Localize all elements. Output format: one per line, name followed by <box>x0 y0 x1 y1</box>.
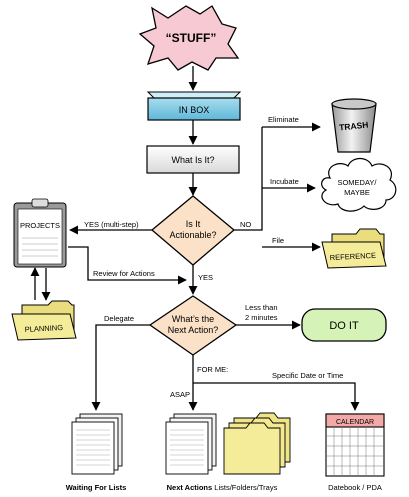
what-is-it-label: What Is It? <box>171 155 214 165</box>
trash-can-rim <box>331 98 377 110</box>
next-actions-caption-bold: Next Actions <box>167 483 213 492</box>
label-less-than-line1: Less than <box>245 303 278 312</box>
stuff-shape <box>138 5 240 71</box>
label-specific-date: Specific Date or Time <box>272 371 343 380</box>
do-it-label: DO IT <box>329 320 359 332</box>
next-action-decision: What’s the Next Action? <box>148 295 238 356</box>
edge-labels: Eliminate Incubate File NO YES (multi-st… <box>84 115 343 399</box>
projects-node: PROJECTS <box>13 198 67 268</box>
label-less-than-line2: 2 minutes <box>245 313 278 322</box>
actionable-decision: Is It Actionable? <box>150 195 236 266</box>
edge-delegate <box>91 324 150 411</box>
do-it-node: DO IT <box>301 308 387 342</box>
next-action-diamond <box>148 295 238 356</box>
label-incubate: Incubate <box>270 177 299 186</box>
inbox-body <box>147 97 241 121</box>
reference-folder-front <box>321 241 387 269</box>
edge-no-trunk <box>234 127 263 231</box>
next-action-label-line2: Next Action? <box>168 325 219 335</box>
inbox-node: IN BOX <box>146 91 242 121</box>
someday-label-line2: MAYBE <box>344 188 370 197</box>
next-actions-node: Next Actions Lists/Folders/Trays <box>165 412 291 492</box>
reference-label: REFERENCE <box>330 251 377 262</box>
planning-label: PLANNING <box>24 323 63 334</box>
label-eliminate: Eliminate <box>268 115 299 124</box>
projects-clipboard-paper <box>17 208 63 265</box>
someday-label-line1: SOMEDAY/ <box>337 178 377 187</box>
label-asap: ASAP <box>170 390 190 399</box>
calendar-label: CALENDAR <box>336 419 374 426</box>
edge-review-for-actions <box>68 246 187 285</box>
inbox-top <box>146 91 242 99</box>
label-delegate: Delegate <box>104 314 134 323</box>
label-no: NO <box>240 220 251 229</box>
what-is-it-box <box>146 145 240 174</box>
waiting-for-caption: Waiting For Lists <box>66 483 127 492</box>
label-yes: YES <box>198 273 213 282</box>
label-review-for-actions: Review for Actions <box>93 269 155 278</box>
reference-node: REFERENCE <box>321 228 387 269</box>
actionable-label-line1: Is It <box>186 219 201 229</box>
connectors <box>30 66 360 411</box>
trash-label: TRASH <box>339 120 369 133</box>
stuff-node: “STUFF” <box>138 5 240 71</box>
waiting-for-sheet-front <box>71 421 115 475</box>
label-file: File <box>272 236 284 245</box>
next-actions-caption: Next Actions Lists/Folders/Trays <box>167 483 278 492</box>
waiting-for-node: Waiting For Lists <box>66 413 127 492</box>
next-actions-lines <box>170 429 204 466</box>
projects-clipboard-clip <box>31 198 49 208</box>
label-yes-multistep: YES (multi-step) <box>84 220 139 229</box>
datebook-caption: Datebook / PDA <box>328 483 382 492</box>
actionable-label-line2: Actionable? <box>169 230 216 240</box>
next-action-label-line1: What’s the <box>172 314 214 324</box>
projects-label: PROJECTS <box>20 221 60 230</box>
next-actions-caption-rest: Lists/Folders/Trays <box>212 483 277 492</box>
label-for-me: FOR ME: <box>197 365 228 374</box>
calendar-grid <box>326 427 384 476</box>
waiting-for-lines <box>76 429 110 466</box>
what-is-it-node: What Is It? <box>146 145 240 174</box>
inbox-label: IN BOX <box>179 105 210 115</box>
next-actions-sheet-front <box>165 421 209 475</box>
actionable-diamond <box>150 195 236 266</box>
next-actions-folder-1 <box>223 422 281 475</box>
planning-folder-front <box>11 313 77 341</box>
edge-specific-date <box>193 382 360 411</box>
someday-maybe-node: SOMEDAY/ MAYBE <box>321 157 397 212</box>
stuff-label: “STUFF” <box>166 31 217 45</box>
someday-cloud-shape <box>321 157 397 212</box>
do-it-box <box>301 308 387 342</box>
trash-node: TRASH <box>331 98 377 153</box>
planning-node: PLANNING <box>11 300 77 341</box>
calendar-node: CALENDAR Datebook / PDA <box>325 413 385 492</box>
calendar-header <box>325 413 385 428</box>
